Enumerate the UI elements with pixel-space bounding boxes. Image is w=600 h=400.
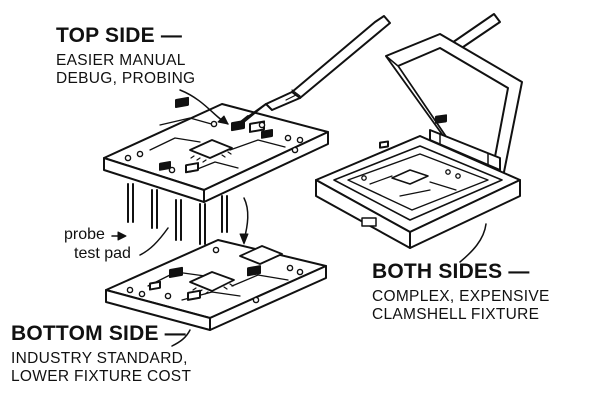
- clamshell-fixture: [315, 13, 523, 249]
- bottom-side-desc-line-2: LOWER FIXTURE COST: [11, 368, 192, 386]
- probe-pencil: [233, 15, 391, 129]
- bottom-side-description: INDUSTRY STANDARD, LOWER FIXTURE COST: [11, 350, 191, 387]
- both-sides-desc-line-2: CLAMSHELL FIXTURE: [372, 306, 540, 324]
- top-side-title: TOP SIDE —: [56, 24, 183, 47]
- top-side-desc-line-2: DEBUG, PROBING: [56, 70, 196, 88]
- top-side-description: EASIER MANUAL DEBUG, PROBING: [56, 52, 195, 89]
- top-side-desc-line-1: EASIER MANUAL: [56, 52, 186, 69]
- bottom-board: [105, 239, 327, 331]
- probe-pins: [127, 183, 228, 245]
- both-sides-title: BOTH SIDES —: [372, 260, 530, 283]
- both-sides-desc-line-1: COMPLEX, EXPENSIVE: [372, 288, 550, 305]
- probe-label-line-1: probe: [64, 226, 105, 243]
- both-sides-description: COMPLEX, EXPENSIVE CLAMSHELL FIXTURE: [372, 288, 550, 325]
- probe-test-pad-label: probe test pad: [54, 226, 131, 264]
- top-board: [103, 96, 329, 203]
- probe-label-line-2: test pad: [74, 244, 131, 262]
- bottom-side-desc-line-1: INDUSTRY STANDARD,: [11, 350, 188, 367]
- bottom-side-title: BOTTOM SIDE —: [11, 322, 186, 345]
